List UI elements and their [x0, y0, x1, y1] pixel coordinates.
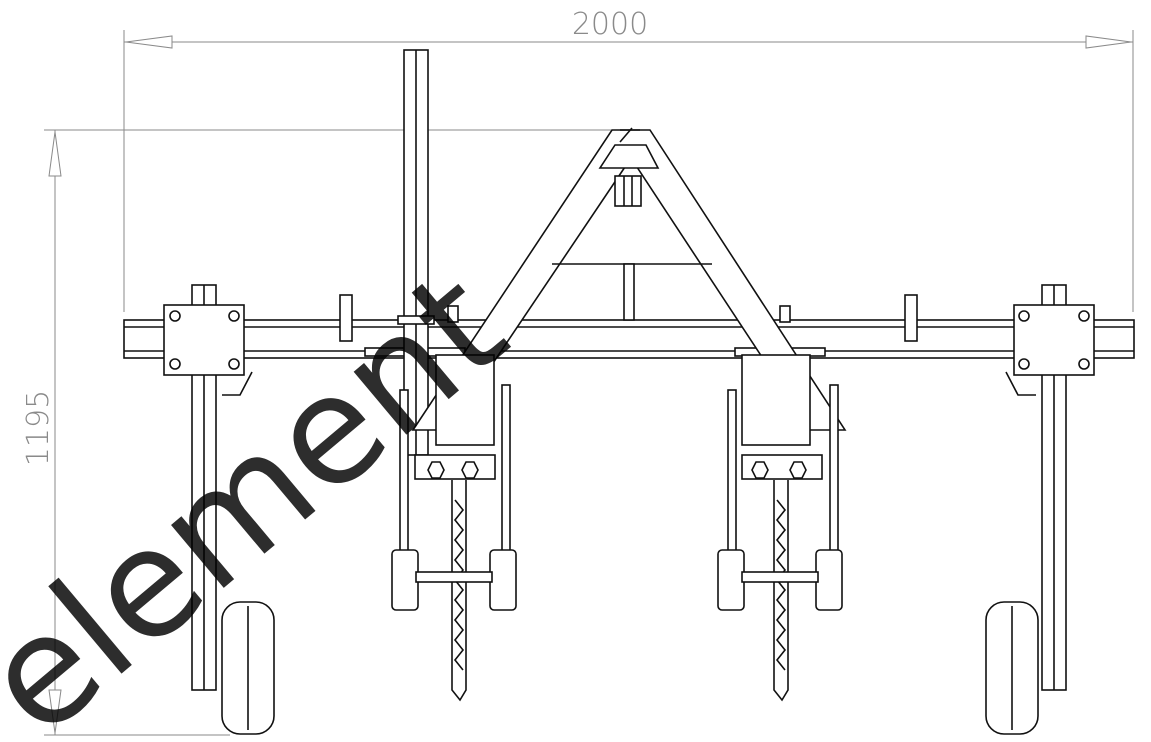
gauge-wheel-right-handle — [1005, 371, 1036, 396]
beam-clip-2 — [779, 305, 791, 323]
gauge-wheel-left-handle — [222, 371, 253, 396]
width-arrow-right — [1085, 35, 1132, 49]
gauge-wheel-right-bolt-2 — [1078, 310, 1090, 322]
beam-stop-right — [904, 294, 918, 342]
gauge-wheel-left-bolt-1 — [169, 310, 181, 322]
row-unit-right-shank — [773, 480, 789, 702]
gauge-wheel-right-bolt-3 — [1018, 358, 1030, 370]
row-unit-right-bolt-2 — [789, 461, 807, 479]
height-dimension-label: 1195 — [21, 390, 56, 466]
row-unit-right-bolt-1 — [751, 461, 769, 479]
row-unit-right — [717, 354, 843, 702]
row-unit-left-shank — [451, 480, 467, 702]
gauge-wheel-left-bolt-2 — [228, 310, 240, 322]
gauge-wheel-left — [163, 284, 275, 735]
row-unit-right-bracket — [741, 354, 811, 446]
gauge-wheel-right-bolt-4 — [1078, 358, 1090, 370]
beam-body — [123, 319, 1135, 359]
row-unit-left-bracket — [435, 354, 495, 446]
top-link-pin — [619, 127, 633, 143]
gauge-wheel-right — [985, 284, 1095, 735]
marker-mast — [397, 49, 435, 456]
row-unit-right-wheel-a — [717, 549, 745, 611]
width-arrow-left — [125, 35, 173, 49]
height-arrow-top — [48, 131, 62, 177]
height-dimension: 1195 — [21, 129, 625, 736]
top-link-bracket — [598, 144, 660, 169]
row-unit-left-wheel-b — [489, 549, 517, 611]
beam-stop-left — [339, 294, 353, 342]
width-dimension-label: 2000 — [572, 7, 648, 42]
height-arrow-bottom — [48, 689, 62, 734]
gauge-wheel-right-bolt-1 — [1018, 310, 1030, 322]
row-unit-left-axle — [415, 571, 493, 583]
gauge-wheel-left-bolt-4 — [228, 358, 240, 370]
width-dimension: 2000 — [123, 7, 1134, 312]
beam-clip-1 — [447, 305, 459, 323]
row-unit-left-wheel-a — [391, 549, 419, 611]
row-unit-left-plate — [414, 454, 496, 480]
row-unit-left-bolt-1 — [427, 461, 445, 479]
row-unit-left-bolt-2 — [461, 461, 479, 479]
gauge-wheel-left-bolt-3 — [169, 358, 181, 370]
row-unit-left — [391, 354, 517, 702]
a-frame-center-strut — [623, 263, 635, 321]
row-unit-right-wheel-b — [815, 549, 843, 611]
mast-clamp — [397, 315, 435, 325]
top-link-block — [614, 175, 642, 207]
row-unit-right-axle — [741, 571, 819, 583]
